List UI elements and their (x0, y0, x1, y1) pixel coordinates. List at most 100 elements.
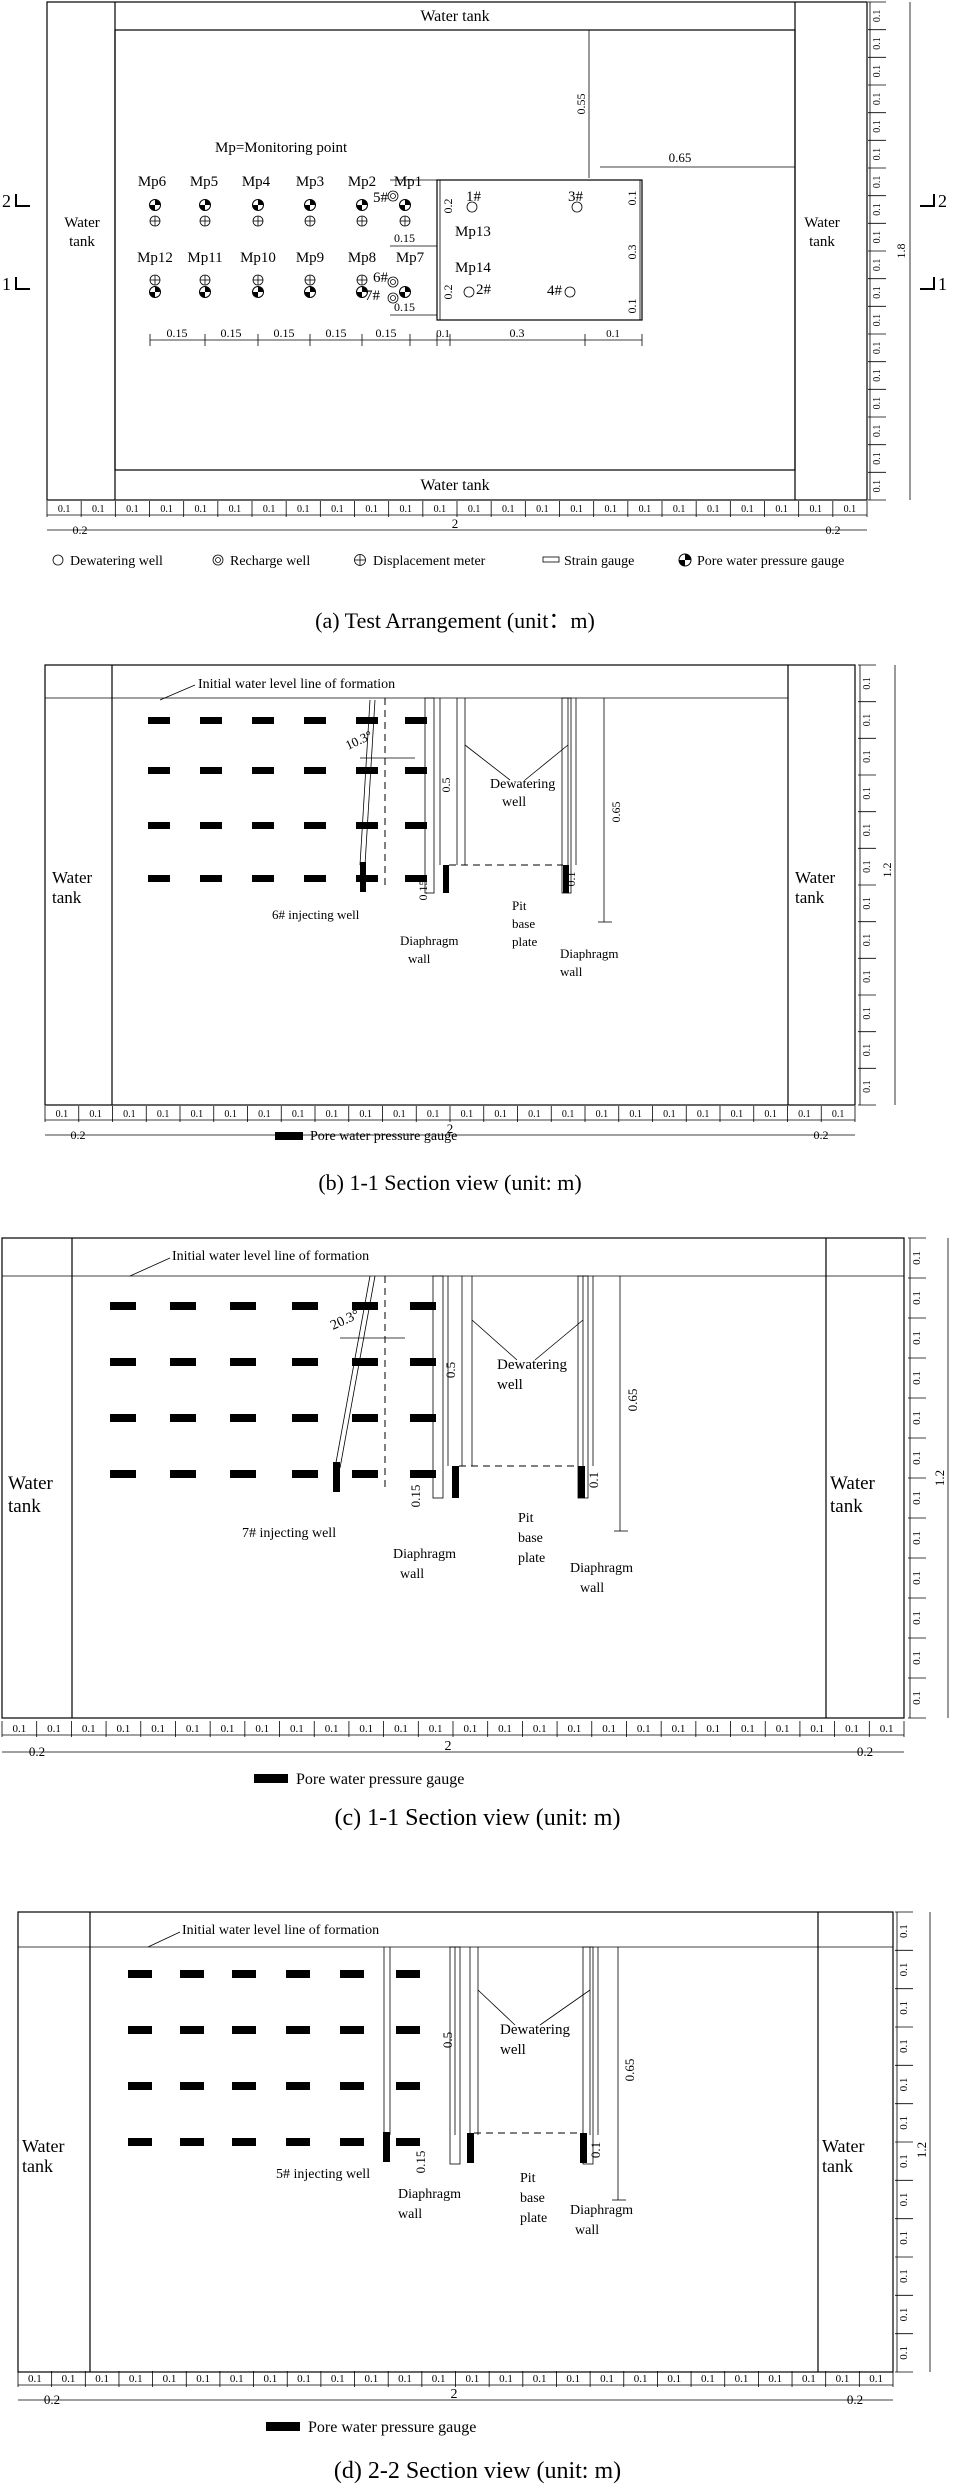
scale-tick-label: 0.1 (869, 2373, 883, 2385)
pore-pressure-gauge (286, 2082, 310, 2090)
scale-tick-label: 0.1 (639, 504, 652, 515)
injecting-well-label: 5# injecting well (276, 2167, 370, 2182)
well-4-label: 4# (547, 283, 563, 299)
pore-pressure-gauge (286, 2026, 310, 2034)
pore-pressure-gauge (148, 767, 170, 774)
dewatering-well-label-1: Dewatering (497, 1357, 567, 1373)
panel-c-section-view: Initial water level line of formation Wa… (1, 1237, 949, 1788)
mp7-label: Mp7 (396, 250, 425, 266)
scale-tick-label: 0.1 (911, 1691, 923, 1705)
diaphragm-wall-label-1: Diaphragm (400, 933, 458, 948)
dim-1-2: 1.2 (880, 863, 894, 878)
water-tank-left-label-2: tank (69, 234, 95, 250)
dewatering-well-1 (466, 201, 478, 213)
recharge-inner (390, 193, 396, 199)
scale-tick-label: 0.1 (191, 1109, 204, 1120)
pore-pressure-gauge (292, 1414, 318, 1422)
scale-tick-label: 0.1 (568, 1723, 582, 1735)
displacement-meter-symbol (399, 215, 411, 227)
scale-tick-label: 0.1 (697, 1109, 710, 1120)
pore-pressure-gauge (286, 1970, 310, 1978)
mp-note: Mp=Monitoring point (215, 140, 348, 156)
scale-tick-label: 0.1 (436, 328, 450, 340)
dim-0-5: 0.5 (440, 2032, 455, 2048)
pit-base-plate-label-3: plate (518, 1551, 545, 1566)
dewatering-well-left (424, 697, 435, 894)
dim-0-2-left: 0.2 (71, 1128, 86, 1142)
scale-tick-label: 0.1 (434, 504, 447, 515)
scale-tick-label: 0.1 (605, 504, 618, 515)
gauge-quadrant (199, 205, 205, 211)
legend-pore-water-pressure: Pore water pressure gauge (310, 1129, 457, 1144)
pore-pressure-gauge (200, 717, 222, 724)
pore-pressure-gauge (252, 767, 274, 774)
well-3-label: 3# (568, 189, 584, 205)
diaphragm-wall-right (563, 865, 569, 893)
right-scale-bar: 0.10.10.10.10.10.10.10.10.10.10.10.1 (908, 1237, 926, 1719)
pore-pressure-gauge (340, 2138, 364, 2146)
scale-tick-label: 0.1 (429, 1723, 443, 1735)
mp4-label: Mp4 (242, 174, 271, 190)
water-tank-right-2: tank (822, 2156, 853, 2176)
caption-c: (c) 1-1 Section view (unit: m) (334, 1805, 621, 1831)
pore-water-pressure-gauge-symbol (399, 286, 411, 298)
scale-tick-label: 0.1 (880, 1723, 894, 1735)
pore-pressure-gauge (180, 2138, 204, 2146)
pore-pressure-gauge (304, 717, 326, 724)
scale-tick-label: 0.1 (911, 1371, 923, 1385)
scale-tick-label: 0.1 (862, 714, 873, 727)
pore-pressure-gauge (128, 2026, 152, 2034)
scale-tick-label: 0.1 (862, 824, 873, 837)
pore-water-pressure-gauge-symbol (304, 199, 316, 211)
displacement-meter-symbol (304, 215, 316, 227)
recharge-outer (387, 276, 399, 288)
scale-tick-label: 0.1 (911, 1491, 923, 1505)
panel-b-section-view: Initial water level line of formation Wa… (44, 664, 896, 1195)
scale-tick-label: 0.1 (47, 1723, 61, 1735)
mp10-label: Mp10 (240, 250, 276, 266)
initial-water-level-label: Initial water level line of formation (182, 1923, 379, 1938)
legend-pore-water-pressure-gauge: Pore water pressure gauge (697, 554, 844, 569)
pore-pressure-gauge (110, 1414, 136, 1422)
dewatering-well-right (582, 1946, 594, 2165)
scale-tick-label: 0.1 (735, 2373, 749, 2385)
scale-tick-label: 0.1 (911, 1451, 923, 1465)
dim-0-65: 0.65 (669, 150, 692, 165)
dim-0-2-left: 0.2 (73, 523, 88, 537)
mp9-label: Mp9 (296, 250, 324, 266)
scale-tick-label: 0.1 (331, 504, 344, 515)
scale-tick-label: 0.1 (600, 2373, 614, 2385)
scale-tick-label: 0.1 (862, 787, 873, 800)
scale-tick-label: 0.1 (741, 504, 754, 515)
pore-pressure-gauge (405, 717, 427, 724)
scale-tick-label: 0.1 (258, 1109, 271, 1120)
dewatering-well-3 (571, 201, 583, 213)
diaphragm-wall-label-2: wall (398, 2207, 422, 2222)
pit-base-plate-label-1: Pit (520, 2171, 536, 2186)
scale-tick-label: 0.1 (463, 1723, 477, 1735)
legend-displacement-meter: Displacement meter (373, 554, 486, 569)
gauge-quadrant (399, 292, 405, 298)
water-tank-right-label-1: Water (804, 215, 839, 231)
pore-pressure-gauge (110, 1358, 136, 1366)
pore-water-pressure-gauge-symbol (149, 199, 161, 211)
injecting-well-7 (334, 1275, 371, 1469)
dim-0-2-bottom: 0.2 (441, 285, 455, 300)
gauge-quadrant (252, 292, 258, 298)
scale-tick-label: 0.1 (911, 1611, 923, 1625)
scale-tick-label: 0.1 (82, 1723, 96, 1735)
recharge-inner (390, 295, 396, 301)
dim-2: 2 (451, 2387, 458, 2402)
pore-pressure-gauge (252, 717, 274, 724)
section-mark-1-left: 1 (2, 274, 11, 294)
scale-tick-label: 0.1 (432, 2373, 446, 2385)
pit-base-plate-label-3: plate (520, 2211, 547, 2226)
dim-2: 2 (452, 516, 459, 531)
scale-tick-label: 0.15 (167, 326, 188, 340)
scale-tick-label: 0.1 (468, 504, 481, 515)
scale-tick-label: 0.1 (126, 504, 139, 515)
pore-pressure-gauge-legend-icon (266, 2422, 300, 2431)
